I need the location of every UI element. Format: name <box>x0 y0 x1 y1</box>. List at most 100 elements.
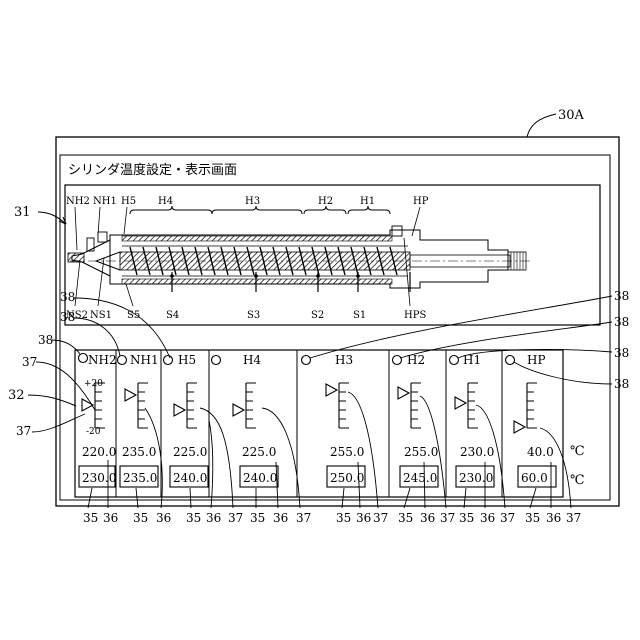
ref-37: 37 <box>373 511 388 525</box>
actual-temperature: 235.0 <box>122 445 156 459</box>
ref-leader <box>464 488 466 508</box>
deviation-gauge <box>174 383 197 428</box>
actual-temperature: 255.0 <box>404 445 438 459</box>
heater-label-h1: H1 <box>360 196 375 207</box>
gauge-pointer-icon <box>125 389 136 401</box>
zone-columns: NH2220.0230.0NH1235.0235.0H5225.0240.0H4… <box>79 350 585 497</box>
gauge-pointer-icon <box>174 404 185 416</box>
zone-label: HP <box>527 353 546 367</box>
zone-label: H4 <box>243 353 261 367</box>
ref-38: 38 <box>614 289 629 303</box>
nozzle-tip-hatch <box>68 253 84 262</box>
setpoint-temperature[interactable]: 230.0 <box>459 471 493 485</box>
deviation-gauge <box>82 383 105 428</box>
actual-temperature: 225.0 <box>242 445 276 459</box>
actual-temperature: 220.0 <box>82 445 116 459</box>
ref-37: 37 <box>22 355 37 369</box>
ref-leader <box>310 296 612 358</box>
zone-h3: H3255.0250.0 <box>297 350 365 497</box>
ref-37: 37 <box>16 424 31 438</box>
ref-36: 36 <box>206 511 221 525</box>
sensor-label-s4: S4 <box>166 310 179 321</box>
ref-leader <box>342 488 344 508</box>
ref-leader <box>32 414 85 432</box>
zone-braces <box>130 206 390 214</box>
ref-38: 38 <box>38 333 53 347</box>
setpoint-temperature[interactable]: 240.0 <box>173 471 207 485</box>
ref-35: 35 <box>83 511 98 525</box>
zone-nh2: NH2 220.0 230.0 <box>79 353 117 487</box>
screen-title: シリンダ温度設定・表示画面 <box>68 162 237 178</box>
zone-label: NH2 <box>88 353 117 367</box>
zone-hp: HP40.060.0 <box>502 350 556 497</box>
zone-h2: H2255.0245.0 <box>389 350 438 497</box>
heater-label-nh1: NH1 <box>93 196 117 207</box>
ref-leader <box>530 488 536 508</box>
deviation-gauge <box>326 383 349 428</box>
ref-38: 38 <box>614 315 629 329</box>
ref-35: 35 <box>459 511 474 525</box>
gauge-pointer-icon <box>398 387 409 399</box>
heater-leaders <box>75 207 420 250</box>
ref-leader-32 <box>28 395 76 406</box>
ref-35: 35 <box>186 511 201 525</box>
status-lamp-icon <box>212 356 221 365</box>
ref-37: 37 <box>500 511 515 525</box>
zone-nh1: NH1235.0235.0 <box>116 350 159 497</box>
setpoint-temperature[interactable]: 230.0 <box>82 471 116 485</box>
ref-36: 36 <box>420 511 435 525</box>
actual-temperature: 255.0 <box>330 445 364 459</box>
setpoint-temperature[interactable]: 240.0 <box>243 471 277 485</box>
setpoint-temperature[interactable]: 245.0 <box>403 471 437 485</box>
ref-37: 37 <box>566 511 581 525</box>
sensor-probe-tip <box>316 274 320 278</box>
hopper-block <box>392 226 402 236</box>
heater-label-h5: H5 <box>121 196 136 207</box>
sensor-probe-tip <box>356 274 360 278</box>
ref-35: 35 <box>398 511 413 525</box>
heater-label-h2: H2 <box>318 196 333 207</box>
gauge-pointer-icon <box>455 397 466 409</box>
ref-leader <box>400 322 612 358</box>
sensor-leaders <box>75 238 410 306</box>
ref-36: 36 <box>480 511 495 525</box>
ref-38: 38 <box>614 346 629 360</box>
ref-leader <box>74 298 170 358</box>
heater-band-top <box>122 236 392 241</box>
gauge-pointer-icon <box>514 421 525 433</box>
zone-h5: H5225.0240.0 <box>161 350 208 497</box>
status-lamp-icon <box>118 356 127 365</box>
ref-35: 35 <box>133 511 148 525</box>
deviation-gauge <box>125 383 148 428</box>
heater-band-bottom <box>122 279 392 284</box>
unit-setpoint: ℃ <box>570 473 585 488</box>
setpoint-temperature[interactable]: 60.0 <box>521 471 548 485</box>
heater-label-hp: HP <box>413 196 429 207</box>
zone-label: H3 <box>335 353 353 367</box>
zone-h4: H4 225.0 240.0 <box>209 350 278 497</box>
heater-label-h4: H4 <box>158 196 173 207</box>
status-lamp-icon <box>450 356 459 365</box>
status-lamp-icon <box>164 356 173 365</box>
sensor-label-s2: S2 <box>311 310 324 321</box>
heater-label-nh2: NH2 <box>66 196 90 207</box>
gauge-pointer-icon <box>82 399 93 411</box>
ref-37: 37 <box>440 511 455 525</box>
unit-actual: ℃ <box>570 444 585 459</box>
ref-leader <box>209 420 213 508</box>
setpoint-temperature[interactable]: 235.0 <box>123 471 157 485</box>
sensor-label-ns1: NS1 <box>90 310 112 321</box>
nozzle-heater-nh1 <box>98 232 107 242</box>
sensor-label-hps: HPS <box>404 310 426 321</box>
deviation-gauge <box>398 383 421 428</box>
ref-36: 36 <box>546 511 561 525</box>
ref-36: 36 <box>356 511 371 525</box>
actual-temperature: 230.0 <box>460 445 494 459</box>
zone-label: H5 <box>178 353 196 367</box>
ref-36: 36 <box>156 511 171 525</box>
ref-36: 36 <box>103 511 118 525</box>
ref-leader <box>190 488 191 508</box>
ref-37: 37 <box>228 511 243 525</box>
sensor-probe-tip <box>254 274 258 278</box>
